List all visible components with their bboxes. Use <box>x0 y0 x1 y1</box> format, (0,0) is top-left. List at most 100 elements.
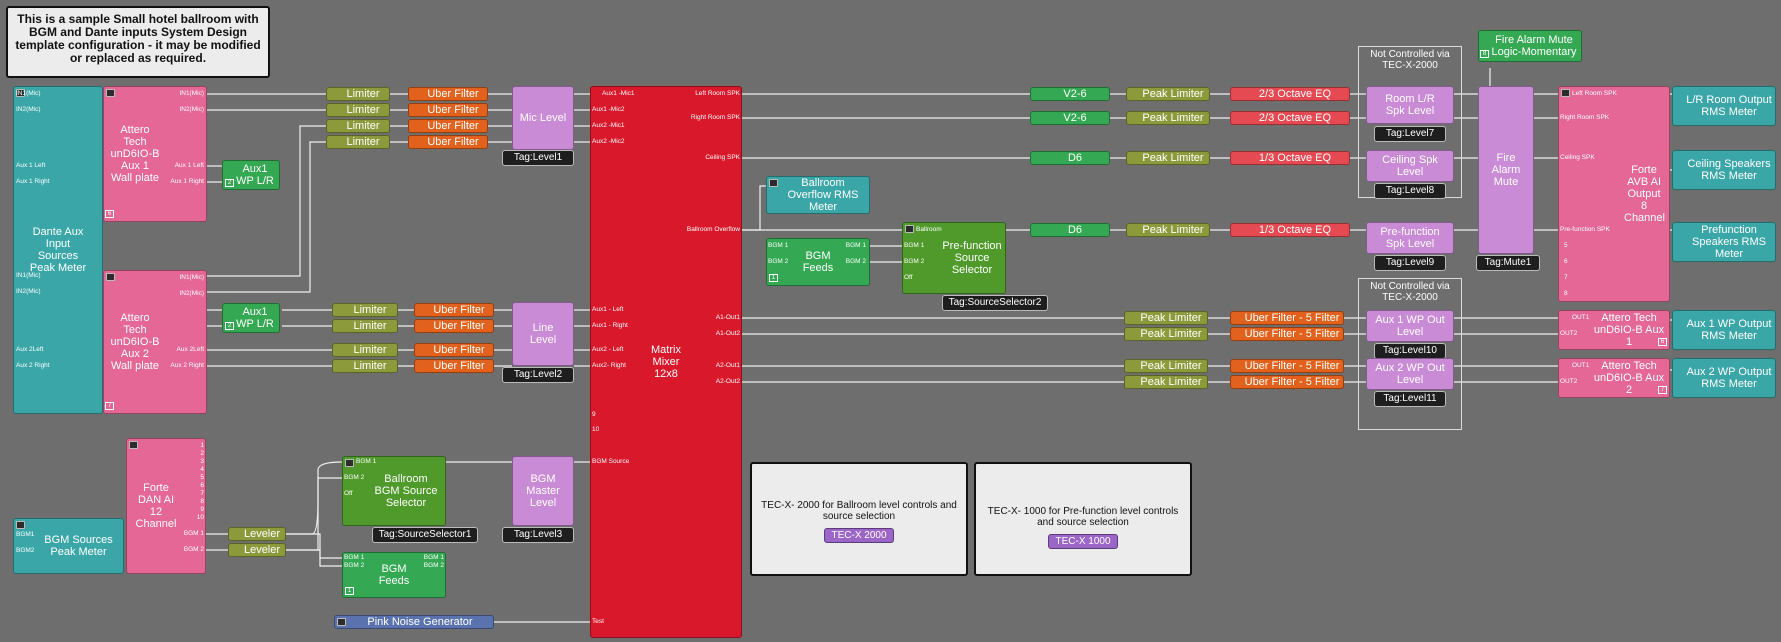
aux2-wp-out-level[interactable]: Aux 2 WP Out Level <box>1366 358 1454 390</box>
bgm-sources-peak-meter[interactable]: BGM Sources Peak Meter <box>13 518 124 574</box>
tag-level9: Tag:Level9 <box>1374 255 1446 271</box>
fire-alarm-mute-logic-momentary[interactable]: Fire Alarm Mute Logic-Momentary <box>1478 30 1582 62</box>
attero-tech-aux2-wallplate-input[interactable]: Attero Tech unD6IO-B Aux 2 Wall plate <box>103 270 207 414</box>
peak-limiter-aux1-out2[interactable]: Peak Limiter <box>1124 327 1208 341</box>
lr-room-output-rms-meter[interactable]: L/R Room Output RMS Meter <box>1672 86 1776 126</box>
peak-limiter-aux2-out1[interactable]: Peak Limiter <box>1124 359 1208 373</box>
tec-x-1000-button[interactable]: TEC-X 1000 <box>1048 534 1118 549</box>
prefunction-spk-level[interactable]: Pre-function Spk Level <box>1366 222 1454 254</box>
mic-uber-filter-4[interactable]: Uber Filter <box>408 135 488 149</box>
peak-limiter-ceiling[interactable]: Peak Limiter <box>1126 151 1210 165</box>
forte-dan-ai-12ch-input[interactable]: Forte DAN AI 12 Channel <box>126 438 206 574</box>
line-level-control[interactable]: Line Level <box>512 302 574 366</box>
uber-filter-label: Uber Filter <box>433 304 485 316</box>
mic-limiter-4[interactable]: Limiter <box>326 135 390 149</box>
matrix-out-ceiling: Ceiling SPK <box>705 154 740 161</box>
aux-limiter-4[interactable]: Limiter <box>332 359 398 373</box>
bgm-leveler-2[interactable]: Leveler <box>228 543 286 557</box>
aux-limiter-3[interactable]: Limiter <box>332 343 398 357</box>
forte-avb-ai-output-8ch[interactable]: Forte AVB AI Output 8 Channel <box>1558 86 1670 302</box>
prefunction-source-selector[interactable]: Pre-function Source Selector <box>902 222 1006 294</box>
limiter-label: Limiter <box>353 304 387 316</box>
mic-limiter-2[interactable]: Limiter <box>326 103 390 117</box>
peak-limiter-left[interactable]: Peak Limiter <box>1126 87 1210 101</box>
peak-limiter-prefunction[interactable]: Peak Limiter <box>1126 223 1210 237</box>
port-ballroom: Ballroom <box>916 226 942 233</box>
bgm-leveler-1[interactable]: Leveler <box>228 527 286 541</box>
attero2-label: Attero Tech unD6IO-B Aux 2 Wall plate <box>110 312 160 372</box>
uber-filter5-aux1-out2[interactable]: Uber Filter - 5 Filter <box>1230 327 1344 341</box>
tec-x-1000-note: TEC-X- 1000 for Pre-function level contr… <box>974 462 1192 576</box>
delay-label: D6 <box>1067 224 1083 236</box>
attero-out1-label: Attero Tech unD6IO-B Aux 1 <box>1593 312 1665 348</box>
bgm-feeds-label: BGM Feeds <box>378 563 410 587</box>
attero-tech-aux1-output[interactable]: Attero Tech unD6IO-B Aux 1 <box>1558 310 1670 350</box>
aux-uber-filter-2[interactable]: Uber Filter <box>414 319 494 333</box>
bgm-feeds-block-1[interactable]: BGM Feeds <box>342 552 446 598</box>
mic-uber-filter-3[interactable]: Uber Filter <box>408 119 488 133</box>
aux1-wp-output-rms-meter[interactable]: Aux 1 WP Output RMS Meter <box>1672 310 1776 350</box>
mic-limiter-3[interactable]: Limiter <box>326 119 390 133</box>
eq-23-octave-right[interactable]: 2/3 Octave EQ <box>1230 111 1350 125</box>
mic-limiter-1[interactable]: Limiter <box>326 87 390 101</box>
aux-uber-filter-1[interactable]: Uber Filter <box>414 303 494 317</box>
attero-tech-aux2-output[interactable]: Attero Tech unD6IO-B Aux 2 <box>1558 358 1670 398</box>
aux1-wp-out-level[interactable]: Aux 1 WP Out Level <box>1366 310 1454 342</box>
port-bgm1: BGM 1 <box>344 554 365 561</box>
delay-d6-ceiling[interactable]: D6 <box>1030 151 1110 165</box>
limiter-label: Limiter <box>346 136 380 148</box>
tec-x-2000-button[interactable]: TEC-X 2000 <box>824 528 894 543</box>
tec-x-1000-text: TEC-X- 1000 for Pre-function level contr… <box>987 506 1179 528</box>
bgm-master-level-control[interactable]: BGM Master Level <box>512 456 574 526</box>
aux2-wp-output-rms-meter[interactable]: Aux 2 WP Output RMS Meter <box>1672 358 1776 398</box>
peak-limiter-label: Peak Limiter <box>1142 112 1204 124</box>
pink-noise-generator[interactable]: Pink Noise Generator <box>334 615 494 629</box>
aux1-wp-lr-block-1[interactable]: Aux1 WP L/R <box>222 160 280 190</box>
room-lr-spk-level[interactable]: Room L/R Spk Level <box>1366 86 1454 124</box>
mic-uber-filter-2[interactable]: Uber Filter <box>408 103 488 117</box>
dan-port-9: 9 <box>200 506 204 513</box>
aux1-wp-lr-block-2[interactable]: Aux1 WP L/R <box>222 303 280 333</box>
port-bgm2: BGM2 <box>16 547 35 554</box>
eq-13-octave-prefunction[interactable]: 1/3 Octave EQ <box>1230 223 1350 237</box>
port-out1: OUT1 <box>1572 362 1590 369</box>
eq-23-octave-left[interactable]: 2/3 Octave EQ <box>1230 87 1350 101</box>
aux-uber-filter-4[interactable]: Uber Filter <box>414 359 494 373</box>
limiter-label: Limiter <box>346 104 380 116</box>
delay-v2-6-right[interactable]: V2-6 <box>1030 111 1110 125</box>
dan-port-1: 1 <box>200 442 204 449</box>
aux-uber-filter-3[interactable]: Uber Filter <box>414 343 494 357</box>
matrix-in-aux2-left: Aux2 - Left <box>592 346 624 353</box>
port-aux1-left: Aux 1 Left <box>174 162 204 169</box>
fire-alarm-mute[interactable]: Fire Alarm Mute <box>1478 86 1534 254</box>
ballroom-overflow-rms-meter[interactable]: Ballroom Overflow RMS Meter <box>766 176 870 214</box>
eq-label: 2/3 Octave EQ <box>1258 112 1332 124</box>
uber-filter5-aux2-out1[interactable]: Uber Filter - 5 Filter <box>1230 359 1344 373</box>
attero-tech-aux1-wallplate-input[interactable]: Attero Tech unD6IO-B Aux 1 Wall plate <box>103 86 207 222</box>
peak-limiter-aux2-out2[interactable]: Peak Limiter <box>1124 375 1208 389</box>
dante-aux-input-peak-meter[interactable]: Dante Aux Input Sources Peak Meter <box>13 86 103 414</box>
ceiling-speakers-rms-meter[interactable]: Ceiling Speakers RMS Meter <box>1672 150 1776 190</box>
eq-13-octave-ceiling[interactable]: 1/3 Octave EQ <box>1230 151 1350 165</box>
ballroom-bgm-source-selector[interactable]: Ballroom BGM Source Selector <box>342 456 446 526</box>
peak-limiter-aux1-out1[interactable]: Peak Limiter <box>1124 311 1208 325</box>
room-lr-level-label: Room L/R Spk Level <box>1385 93 1435 117</box>
ceiling-spk-level[interactable]: Ceiling Spk Level <box>1366 150 1454 182</box>
aux-limiter-2[interactable]: Limiter <box>332 319 398 333</box>
mic-uber-filter-1[interactable]: Uber Filter <box>408 87 488 101</box>
port-in1mic: IN1(Mic) <box>179 274 204 281</box>
matrix-mixer-12x8[interactable]: Matrix Mixer 12x8 <box>590 86 742 638</box>
overflow-meter-label: Ballroom Overflow RMS Meter <box>787 177 859 213</box>
uber-filter5-aux1-out1[interactable]: Uber Filter - 5 Filter <box>1230 311 1344 325</box>
delay-d6-prefunction[interactable]: D6 <box>1030 223 1110 237</box>
matrix-out-a2-out1: A2-Out1 <box>715 362 740 369</box>
uber-filter5-aux2-out2[interactable]: Uber Filter - 5 Filter <box>1230 375 1344 389</box>
delay-v2-6-left[interactable]: V2-6 <box>1030 87 1110 101</box>
prefunction-speakers-rms-meter[interactable]: Prefunction Speakers RMS Meter <box>1672 222 1776 262</box>
bgm-feeds-block-2[interactable]: BGM Feeds <box>766 238 870 286</box>
dan-port-2: 2 <box>200 450 204 457</box>
peak-limiter-right[interactable]: Peak Limiter <box>1126 111 1210 125</box>
aux-limiter-1[interactable]: Limiter <box>332 303 398 317</box>
port-bgm2: BGM 2 <box>904 258 925 265</box>
mic-level-control[interactable]: Mic Level <box>512 86 574 150</box>
